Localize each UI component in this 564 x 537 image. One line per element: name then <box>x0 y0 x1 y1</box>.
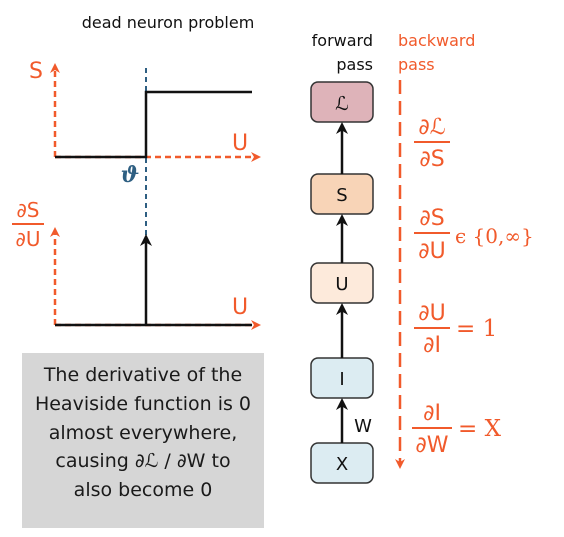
bottom-x-label: U <box>232 295 248 320</box>
grad-loss-spike-num: ∂ℒ <box>418 115 445 140</box>
grad-spike-membrane-num: ∂S <box>419 206 444 231</box>
heaviside-step <box>55 90 252 159</box>
input-x-node-label: X <box>336 454 348 475</box>
grad-spike-membrane-rhs: ϵ {0,∞} <box>455 224 534 248</box>
explanation-note: The derivative of the Heaviside function… <box>22 353 264 528</box>
loss-node-label: ℒ <box>335 93 349 115</box>
note-line-2: Heaviside function is 0 <box>34 392 252 415</box>
diagram-title: dead neuron problem <box>82 13 255 32</box>
top-y-label: S <box>29 59 43 84</box>
grad-current-weight-num: ∂I <box>423 401 441 426</box>
grad-current-weight-rhs: = X <box>458 416 502 442</box>
note-line-1: The derivative of the <box>43 364 243 386</box>
threshold-symbol: ϑ <box>121 162 140 188</box>
spike-node-label: S <box>336 185 347 206</box>
note-line-5: also become 0 <box>73 479 213 502</box>
grad-membrane-current-den: ∂I <box>423 333 441 358</box>
note-line-3: almost everywhere, <box>48 421 238 444</box>
membrane-node-label: U <box>335 274 348 295</box>
backward-pass-label-line2: pass <box>398 55 435 74</box>
derivative-plot: ∂S ∂U U <box>12 198 261 330</box>
bottom-y-label-numerator: ∂S <box>16 198 39 222</box>
weight-edge-label: W <box>354 416 372 437</box>
explanation-note-text: The derivative of the Heaviside function… <box>22 353 264 505</box>
input-current-node-label: I <box>339 369 344 390</box>
top-x-label: U <box>232 131 248 156</box>
bottom-y-label-denominator: ∂U <box>16 227 41 251</box>
backward-pass-label-line1: backward <box>398 31 475 50</box>
heaviside-plot: S U ϑ <box>29 59 261 325</box>
grad-spike-membrane-den: ∂U <box>418 239 445 264</box>
grad-membrane-current-rhs: = 1 <box>456 316 497 342</box>
forward-pass-label-line1: forward <box>312 31 373 50</box>
grad-membrane-current-num: ∂U <box>418 301 445 326</box>
backward-pass: ∂ℒ ∂S ∂S ∂U ϵ {0,∞} ∂U ∂I = 1 ∂I ∂W = X <box>395 80 534 469</box>
grad-current-weight-den: ∂W <box>415 433 448 458</box>
forward-graph: ℒ S U I X W <box>310 81 374 484</box>
forward-pass-label-line2: pass <box>336 55 373 74</box>
grad-loss-spike-den: ∂S <box>419 147 444 172</box>
note-line-4: causing ∂ℒ / ∂W to <box>55 450 231 473</box>
